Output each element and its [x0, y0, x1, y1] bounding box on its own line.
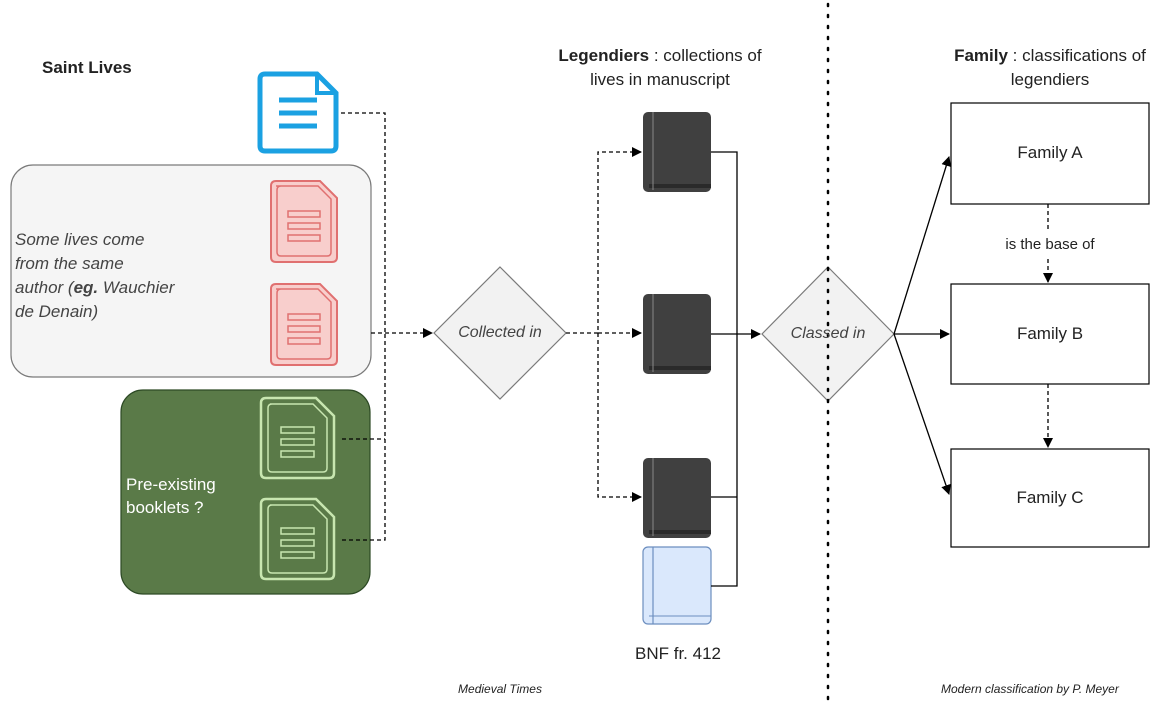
family-a-label: Family A — [1017, 143, 1083, 162]
document-red-icon-2 — [270, 283, 338, 366]
family-title-bold: Family — [954, 46, 1008, 65]
collected-connectors — [566, 147, 642, 502]
document-blue-icon — [257, 71, 339, 154]
author-group-line3-suffix: Wauchier — [98, 278, 175, 297]
relation-label: is the base of — [980, 236, 1120, 253]
author-group-label: Some lives come from the same author (eg… — [15, 228, 174, 324]
family-title-line2: legendiers — [1010, 70, 1090, 89]
author-group-line3-prefix: author ( — [15, 278, 74, 297]
booklets-line2: booklets ? — [126, 498, 204, 517]
author-group-line3: author (eg. Wauchier — [15, 276, 174, 300]
footer-modern: Modern classification by P. Meyer — [941, 682, 1119, 696]
booklets-group-label: Pre-existing booklets ? — [126, 473, 216, 519]
legendiers-title-line1: Legendiers : collections of — [530, 44, 790, 68]
legendiers-title-line2: lives in manuscript — [590, 70, 730, 89]
legendiers-title-bold: Legendiers — [558, 46, 650, 65]
author-group-line4: de Denain) — [15, 302, 99, 321]
footer-medieval: Medieval Times — [458, 682, 542, 696]
collected-in-diamond — [433, 266, 567, 400]
document-booklet-icon-2 — [259, 497, 336, 581]
family-a-box — [950, 102, 1150, 205]
family-title: Family : classifications of legendiers — [930, 44, 1170, 92]
classed-connectors — [893, 156, 952, 495]
author-group-line1: Some lives come — [15, 230, 145, 249]
book-dark-icon-1 — [643, 112, 711, 192]
collected-in-label: Collected in — [458, 324, 542, 341]
family-b-label: Family B — [1016, 324, 1084, 343]
family-b-box — [950, 283, 1150, 385]
document-red-icon-1 — [270, 180, 338, 263]
legendiers-title: Legendiers : collections of lives in man… — [530, 44, 790, 92]
document-booklet-icon-1 — [259, 396, 336, 480]
author-group-line2: from the same — [15, 254, 124, 273]
book-light-icon — [642, 546, 712, 625]
family-title-rest: : classifications of — [1007, 46, 1146, 65]
legendiers-title-rest: : collections of — [649, 46, 762, 65]
family-title-line1: Family : classifications of — [930, 44, 1170, 68]
family-c-box — [950, 448, 1150, 548]
bnf-label: BNF fr. 412 — [635, 644, 721, 663]
source-connectors — [341, 112, 433, 541]
booklets-line1: Pre-existing — [126, 475, 216, 494]
author-group-line3-bold: eg. — [73, 278, 99, 297]
saint-lives-title: Saint Lives — [42, 58, 132, 77]
family-c-label: Family C — [1016, 488, 1084, 507]
book-dark-icon-3 — [643, 458, 711, 538]
books-connectors — [711, 151, 761, 587]
classed-in-label: Classed in — [790, 325, 866, 342]
book-dark-icon-2 — [643, 294, 711, 374]
